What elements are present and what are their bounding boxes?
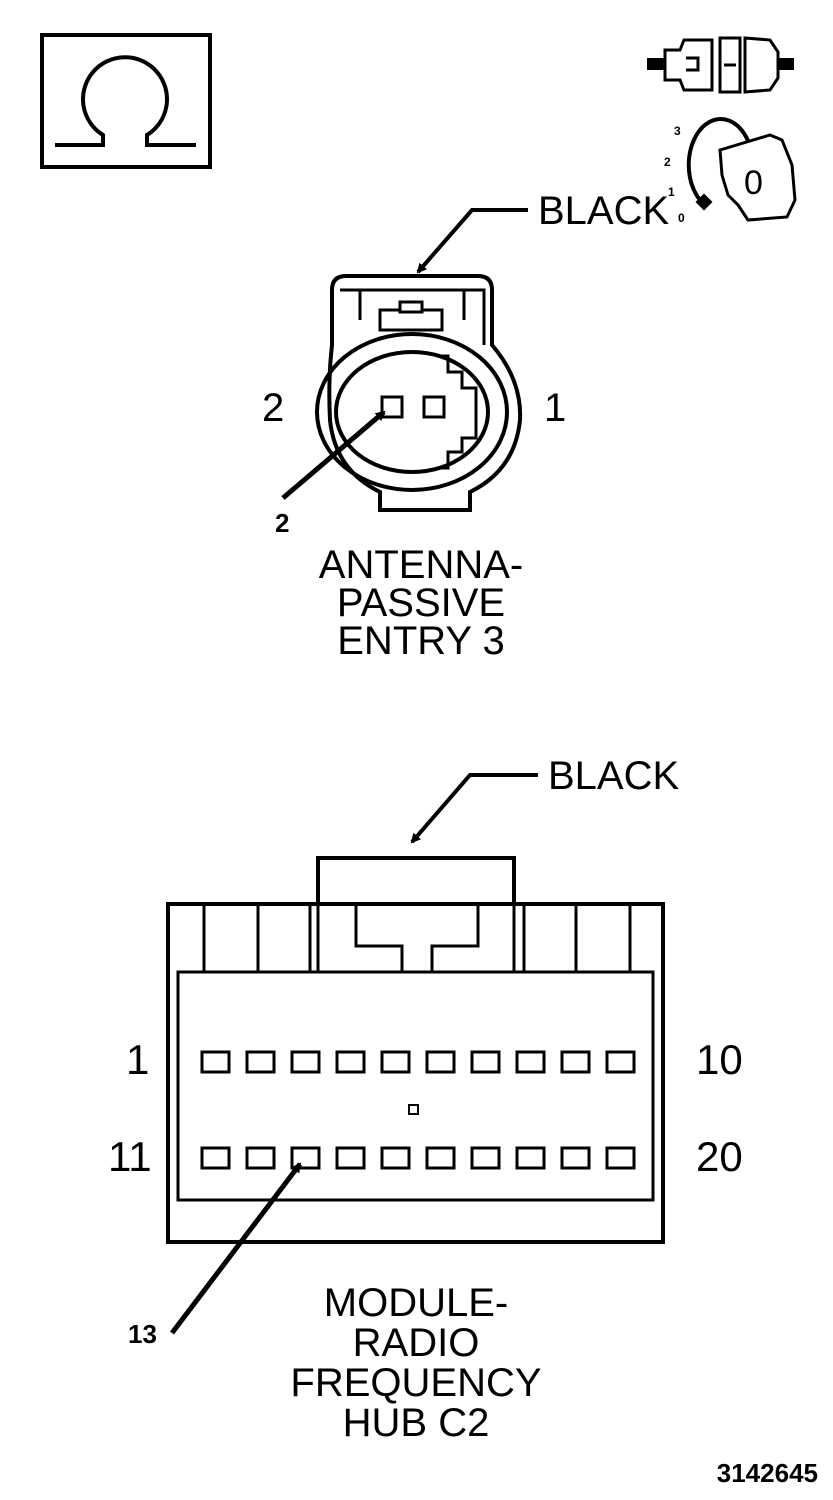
pin-cavity — [425, 1146, 456, 1170]
pin-cavity — [290, 1146, 321, 1170]
pin-cavity — [380, 395, 404, 419]
figure-number: 3142645 — [717, 1458, 818, 1488]
pin-cavity — [425, 1050, 456, 1074]
pin-callout-label: 2 — [275, 508, 289, 538]
pin-cavity — [560, 1146, 591, 1170]
connector-name-line: FREQUENCY — [290, 1361, 541, 1405]
color-callout-arrow — [410, 773, 538, 844]
pin-cavity — [290, 1050, 321, 1074]
polarization-dot — [408, 1104, 419, 1115]
connector-name-line: ANTENNA- — [319, 543, 523, 587]
pin-cavity — [605, 1146, 636, 1170]
color-callout-arrow — [416, 208, 528, 274]
pin-cavity — [380, 1146, 411, 1170]
pin-cavity — [605, 1050, 636, 1074]
key-position-1: 1 — [668, 185, 675, 199]
connector-name-line: ENTRY 3 — [337, 619, 504, 663]
connector-name-line: MODULE- — [324, 1281, 508, 1325]
pin-cavity — [200, 1146, 231, 1170]
key-position-3: 3 — [674, 124, 681, 138]
pin-cavity — [515, 1146, 546, 1170]
connector-name-line: PASSIVE — [337, 581, 505, 625]
row1-start-label: 1 — [126, 1036, 149, 1083]
bottom-color-label: BLACK — [548, 754, 679, 798]
pin-cavity — [515, 1050, 546, 1074]
pin-cavity — [560, 1050, 591, 1074]
pin-cavity — [200, 1050, 231, 1074]
pin-callout-arrow — [281, 410, 386, 500]
pin-cavity — [470, 1146, 501, 1170]
connector-name-line: RADIO — [353, 1321, 480, 1365]
pin-cavity — [245, 1050, 276, 1074]
pin-cavity — [422, 395, 446, 419]
pin-label-right: 1 — [544, 386, 566, 430]
pin-cavity — [335, 1050, 366, 1074]
row1-end-label: 10 — [696, 1036, 743, 1083]
key-position-0: 0 — [678, 211, 685, 225]
antenna-connector: BLACK 2 1 2 ANTENNA- PASSIVE ENTRY 3 — [262, 189, 669, 663]
ohm-icon — [40, 33, 212, 169]
connector-name-line: HUB C2 — [343, 1401, 490, 1445]
pin-label-left: 2 — [262, 386, 284, 430]
pin-cavity — [245, 1146, 276, 1170]
top-color-label: BLACK — [538, 189, 669, 233]
pin-cavity — [470, 1050, 501, 1074]
pin-rows — [200, 1050, 636, 1170]
pin-callout-arrow — [170, 1162, 302, 1335]
key-position-2: 2 — [664, 155, 671, 169]
row2-end-label: 20 — [696, 1133, 743, 1180]
row2-start-label: 11 — [108, 1133, 152, 1180]
pin-cavity — [380, 1050, 411, 1074]
pin-callout-label: 13 — [128, 1319, 157, 1349]
pin-cavity — [335, 1146, 366, 1170]
rf-hub-connector: BLACK 1 10 11 20 13 MODULE- RADIO FREQUE… — [108, 754, 743, 1445]
disconnected-connector-icon — [647, 36, 794, 94]
ignition-key-icon: 3 2 1 0 0 — [664, 117, 797, 225]
key-label: 0 — [744, 164, 763, 202]
